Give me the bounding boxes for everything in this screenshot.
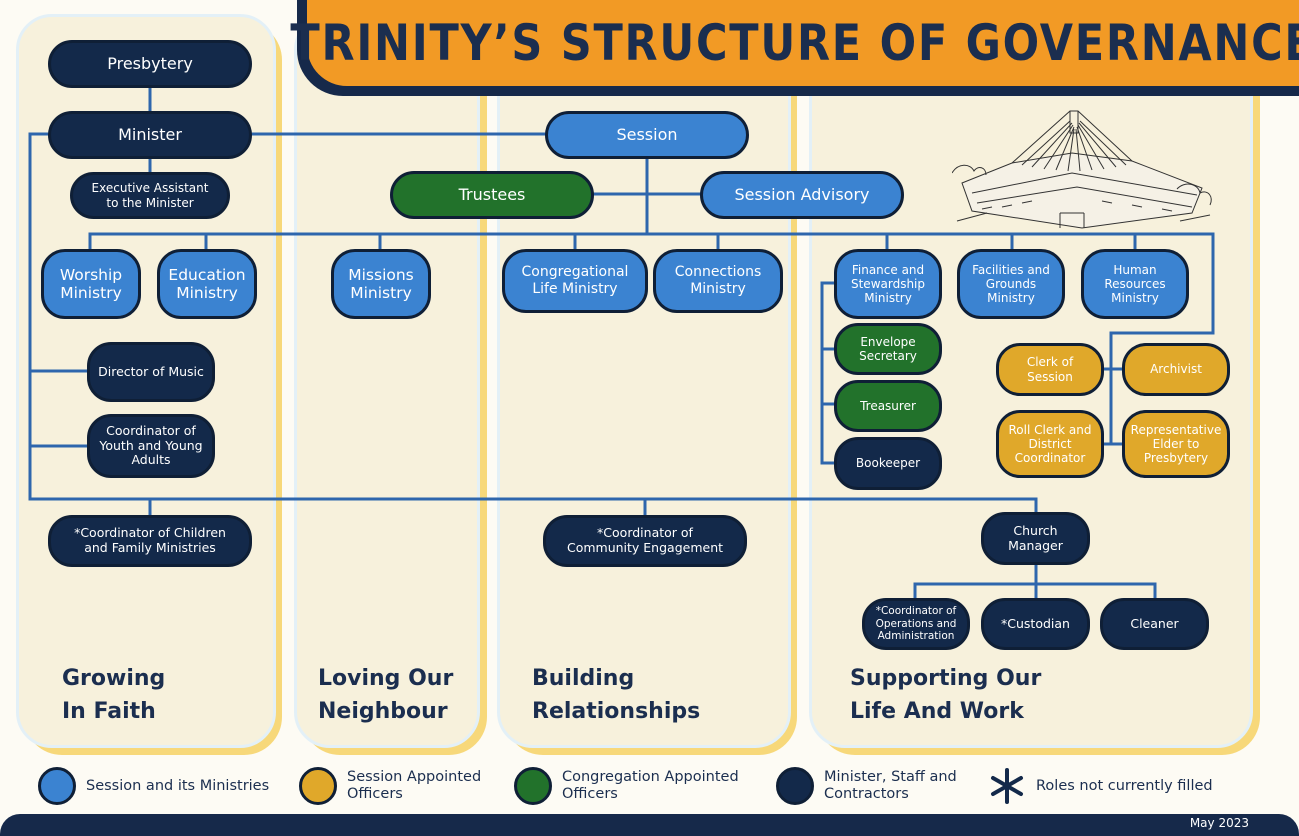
asterisk-icon (988, 767, 1026, 805)
node-director-of-music: Director of Music (87, 342, 215, 402)
page-title: TRINITY’S STRUCTURE OF GOVERNANCE (290, 14, 1299, 72)
node-clerk-of-session: Clerk of Session (996, 343, 1104, 396)
node-coordinator-youth: Coordinator of Youth and Young Adults (87, 414, 215, 478)
node-worship-ministry: Worship Ministry (41, 249, 141, 319)
node-roll-clerk: Roll Clerk and District Coordinator (996, 410, 1104, 478)
node-representative-elder: Representative Elder to Presbytery (1122, 410, 1230, 478)
node-hr-ministry: Human Resources Ministry (1081, 249, 1189, 319)
legend-label: Minister, Staff and Contractors (824, 769, 957, 802)
node-minister: Minister (48, 111, 252, 159)
column-label-supporting: Supporting Our Life And Work (850, 666, 1042, 724)
title-banner-fill: TRINITY’S STRUCTURE OF GOVERNANCE (290, 0, 1299, 86)
node-archivist: Archivist (1122, 343, 1230, 396)
node-coordinator-community: *Coordinator of Community Engagement (543, 515, 747, 567)
column-label-building: Building Relationships (532, 666, 701, 724)
column-label-growing: Growing In Faith (62, 666, 166, 724)
node-treasurer: Treasurer (834, 380, 942, 432)
legend-congregation-officers: Congregation Appointed Officers (514, 767, 739, 805)
node-bookkeeper: Bookeeper (834, 437, 942, 490)
node-church-manager: Church Manager (981, 512, 1090, 565)
legend-label: Session and its Ministries (86, 777, 270, 794)
title-banner: TRINITY’S STRUCTURE OF GOVERNANCE (290, 0, 1299, 96)
column-label-loving: Loving Our Neighbour (318, 666, 454, 724)
node-custodian: *Custodian (981, 598, 1090, 650)
node-congregational-life-ministry: Congregational Life Ministry (502, 249, 648, 313)
legend-dot-orange (299, 767, 337, 805)
church-building-sketch (952, 110, 1212, 229)
node-session: Session (545, 111, 749, 159)
node-envelope-secretary: Envelope Secretary (834, 323, 942, 375)
legend-session-officers: Session Appointed Officers (299, 767, 481, 805)
node-facilities-ministry: Facilities and Grounds Ministry (957, 249, 1065, 319)
node-connections-ministry: Connections Ministry (653, 249, 783, 313)
node-cleaner: Cleaner (1100, 598, 1209, 650)
footer-bar: May 2023 (0, 814, 1299, 836)
footer-date: May 2023 (1189, 816, 1249, 830)
legend-dot-navy (776, 767, 814, 805)
node-executive-assistant: Executive Assistant to the Minister (70, 172, 230, 219)
legend-label: Session Appointed Officers (347, 769, 482, 802)
legend-label: Congregation Appointed Officers (562, 769, 739, 802)
legend-label: Roles not currently filled (1036, 777, 1213, 794)
node-finance-ministry: Finance and Stewardship Ministry (834, 249, 942, 319)
node-coordinator-children: *Coordinator of Children and Family Mini… (48, 515, 252, 567)
node-trustees: Trustees (390, 171, 594, 219)
node-presbytery: Presbytery (48, 40, 252, 88)
node-education-ministry: Education Ministry (157, 249, 257, 319)
node-coordinator-operations: *Coordinator of Operations and Administr… (862, 598, 970, 650)
legend-roles-not-filled: Roles not currently filled (988, 767, 1213, 805)
legend-minister-staff: Minister, Staff and Contractors (776, 767, 957, 805)
column-loving-our-neighbour (294, 14, 480, 748)
legend-dot-blue (38, 767, 76, 805)
node-session-advisory: Session Advisory (700, 171, 904, 219)
legend-session-ministries: Session and its Ministries (38, 767, 269, 805)
node-missions-ministry: Missions Ministry (331, 249, 431, 319)
legend-dot-green (514, 767, 552, 805)
